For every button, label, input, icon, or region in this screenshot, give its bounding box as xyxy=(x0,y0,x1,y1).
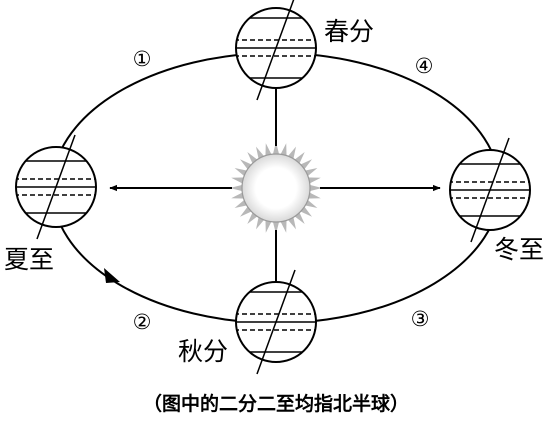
segment-one: ① xyxy=(133,47,152,71)
segment-four: ④ xyxy=(415,54,434,78)
label-spring-equinox: 春分 xyxy=(324,17,374,46)
earth-autumn-equinox xyxy=(235,269,317,375)
orbit-direction-arrow xyxy=(104,268,120,283)
label-summer-solstice: 夏至 xyxy=(4,245,54,274)
earth-summer-solstice xyxy=(15,134,97,240)
sun xyxy=(230,142,322,234)
segment-two: ② xyxy=(133,310,152,334)
label-autumn-equinox: 秋分 xyxy=(178,337,228,366)
earth-winter-solstice xyxy=(449,137,531,243)
diagram-caption: （图中的二分二至均指北半球） xyxy=(143,392,409,415)
segment-three: ③ xyxy=(411,307,430,331)
earth-spring-equinox xyxy=(235,0,317,101)
label-winter-solstice: 冬至 xyxy=(494,235,544,264)
